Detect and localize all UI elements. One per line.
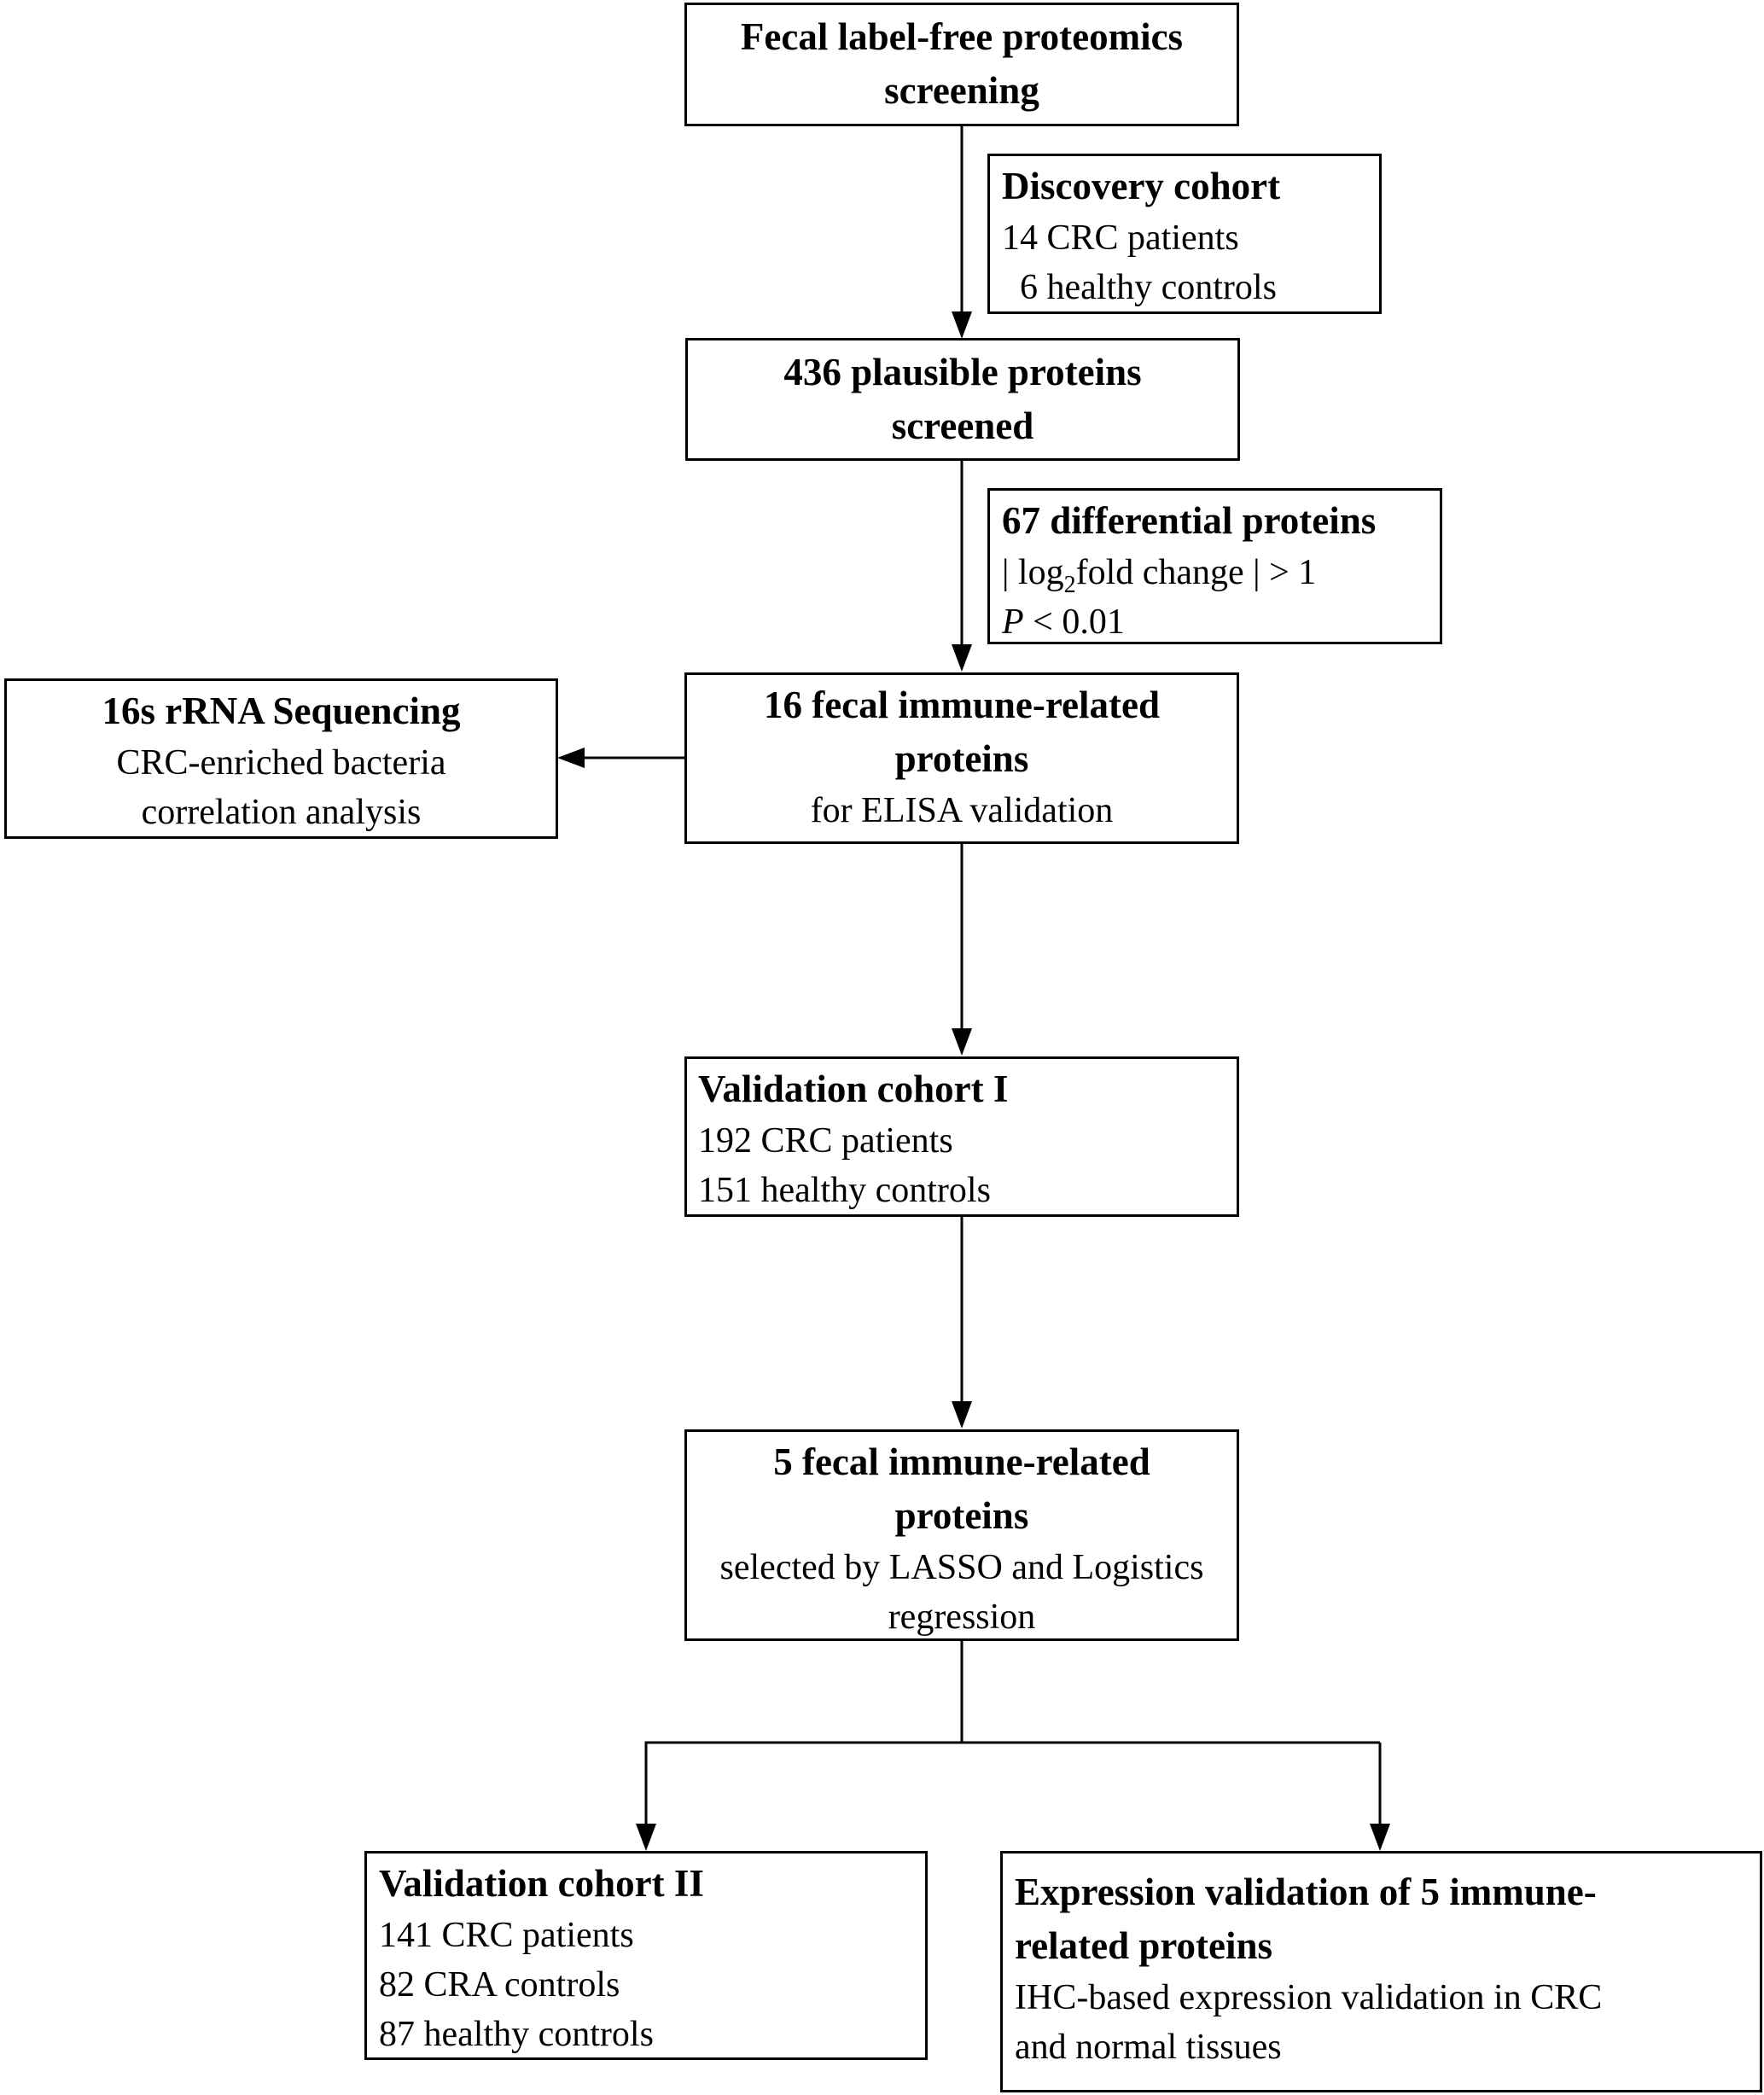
- expression-line-2: and normal tissues: [1015, 2028, 1282, 2067]
- expression-validation-box: Expression validation of 5 immune- relat…: [1000, 1851, 1762, 2092]
- immune16-subtitle: for ELISA validation: [810, 791, 1114, 830]
- screening-title-line-1: Fecal label-free proteomics: [740, 15, 1184, 58]
- plausible-title-line-2: screened: [891, 404, 1034, 447]
- immune5-title-line-2: proteins: [894, 1494, 1029, 1537]
- arrowhead-validation1: [952, 1028, 972, 1056]
- discovery-line-2: 6 healthy controls: [1020, 268, 1277, 307]
- validation2-line-1: 141 CRC patients: [379, 1916, 634, 1955]
- arrowhead-immune5: [952, 1401, 972, 1429]
- arrowhead-validation2: [636, 1824, 656, 1851]
- immune5-line-2: regression: [888, 1597, 1036, 1637]
- immune5-box: 5 fecal immune-related proteins selected…: [684, 1429, 1239, 1641]
- rrna-line-1: CRC-enriched bacteria: [116, 743, 446, 783]
- screening-title-line-2: screening: [884, 69, 1039, 112]
- expression-line-1: IHC-based expression validation in CRC: [1015, 1978, 1603, 2017]
- expression-title-line-1: Expression validation of 5 immune-: [1015, 1871, 1597, 1913]
- arrowhead-expression: [1370, 1824, 1390, 1851]
- immune16-title-line-1: 16 fecal immune-related: [763, 684, 1161, 726]
- discovery-cohort-box: Discovery cohort 14 CRC patients 6 healt…: [987, 154, 1382, 314]
- differential-title: 67 differential proteins: [1002, 499, 1377, 542]
- validation-cohort-1-box: Validation cohort I 192 CRC patients 151…: [684, 1056, 1239, 1217]
- immune16-title-line-2: proteins: [894, 737, 1029, 780]
- validation2-title: Validation cohort II: [379, 1862, 704, 1905]
- expression-title-line-2: related proteins: [1015, 1924, 1273, 1967]
- rrna-line-2: correlation analysis: [141, 793, 422, 832]
- fold-change-criterion: | log2fold change | > 1: [1002, 553, 1317, 598]
- screening-box: Fecal label-free proteomics screening: [684, 3, 1239, 126]
- arrowhead-rrna: [557, 748, 585, 768]
- immune5-title-line-1: 5 fecal immune-related: [773, 1440, 1150, 1483]
- validation2-line-3: 87 healthy controls: [379, 2015, 654, 2054]
- immune5-line-1: selected by LASSO and Logistics: [719, 1548, 1204, 1587]
- arrowhead-plausible: [952, 311, 972, 339]
- validation-cohort-2-box: Validation cohort II 141 CRC patients 82…: [364, 1851, 928, 2060]
- discovery-line-1: 14 CRC patients: [1002, 218, 1239, 258]
- validation2-line-2: 82 CRA controls: [379, 1965, 620, 2005]
- validation1-title: Validation cohort I: [698, 1068, 1009, 1110]
- discovery-title: Discovery cohort: [1002, 165, 1281, 207]
- p-value-criterion: P < 0.01: [1002, 602, 1125, 642]
- differential-proteins-box: 67 differential proteins | log2fold chan…: [987, 488, 1442, 644]
- split-connector: [644, 1640, 964, 1826]
- plausible-proteins-box: 436 plausible proteins screened: [685, 338, 1240, 461]
- arrowhead-immune16: [952, 644, 972, 672]
- immune16-box: 16 fecal immune-related proteins for ELI…: [684, 672, 1239, 844]
- rrna-title: 16s rRNA Sequencing: [102, 690, 461, 732]
- validation1-line-2: 151 healthy controls: [698, 1171, 991, 1210]
- validation1-line-1: 192 CRC patients: [698, 1121, 953, 1161]
- rrna-sequencing-box: 16s rRNA Sequencing CRC-enriched bacteri…: [4, 678, 558, 839]
- plausible-title-line-1: 436 plausible proteins: [783, 351, 1142, 393]
